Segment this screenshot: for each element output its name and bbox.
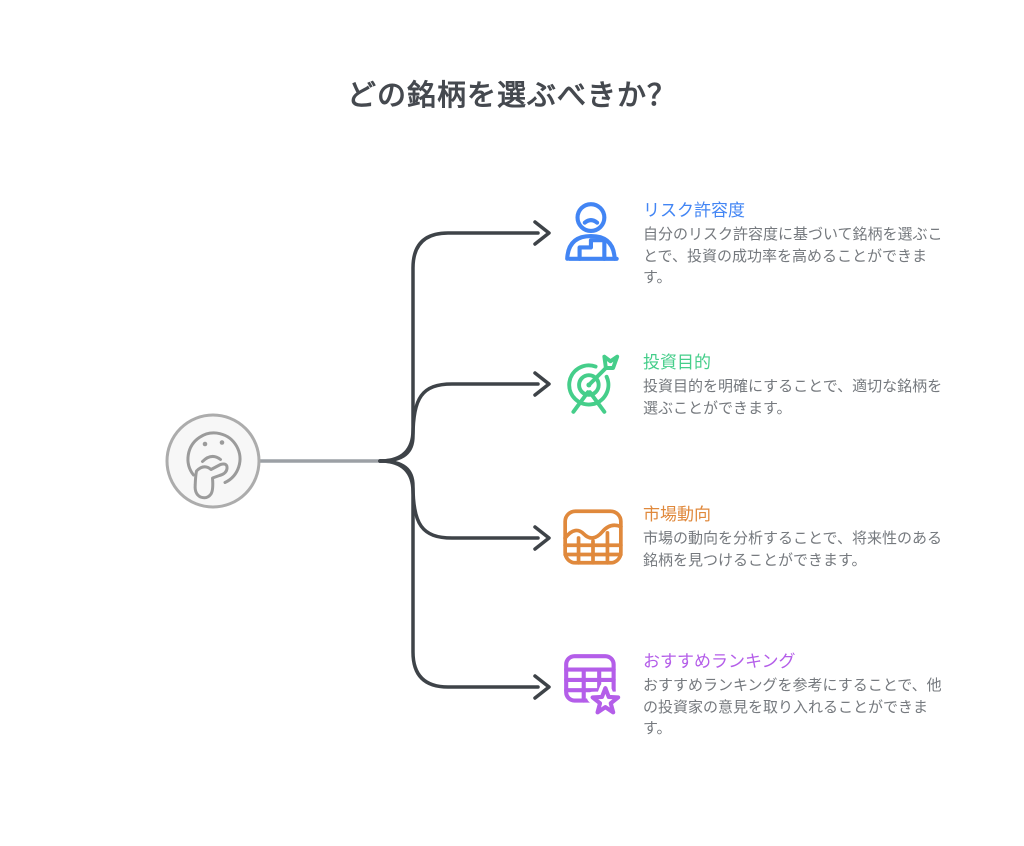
branch-description-risk-tolerance: 自分のリスク許容度に基づいて銘柄を選ぶことで、投資の成功率を高めることができます…	[643, 226, 943, 286]
page-title: どの銘柄を選ぶべきか？	[346, 80, 677, 112]
branch-texts: 投資目的 投資目的を明確にすることで、適切な銘柄を選ぶことができます。	[643, 352, 943, 419]
person-with-chart-icon	[560, 200, 626, 266]
branch-item-investment-objective: 投資目的 投資目的を明確にすることで、適切な銘柄を選ぶことができます。	[560, 352, 943, 419]
target-arrow-icon	[560, 352, 626, 418]
branch-label-market-trends: 市場動向	[643, 505, 711, 524]
branch-label-risk-tolerance: リスク許容度	[643, 201, 745, 220]
branch-item-market-trends: 市場動向 市場の動向を分析することで、将来性のある銘柄を見つけることができます。	[560, 504, 943, 571]
branch-texts: リスク許容度 自分のリスク許容度に基づいて銘柄を選ぶことで、投資の成功率を高める…	[643, 200, 943, 289]
branch-description-market-trends: 市場の動向を分析することで、将来性のある銘柄を見つけることができます。	[643, 530, 942, 569]
thinking-person-node	[165, 413, 261, 509]
branch-line-4	[378, 459, 551, 700]
branch-item-recommended-ranking: おすすめランキング おすすめランキングを参考にすることで、他の投資家の意見を取り…	[560, 651, 943, 740]
chart-grid-icon	[560, 504, 626, 570]
ranking-table-star-icon	[560, 651, 626, 717]
branch-texts: 市場動向 市場の動向を分析することで、将来性のある銘柄を見つけることができます。	[643, 504, 943, 571]
branch-line-2	[378, 371, 551, 463]
branch-line-1	[378, 220, 551, 463]
branch-label-investment-objective: 投資目的	[643, 353, 711, 372]
branch-texts: おすすめランキング おすすめランキングを参考にすることで、他の投資家の意見を取り…	[643, 651, 943, 740]
branch-description-investment-objective: 投資目的を明確にすることで、適切な銘柄を選ぶことができます。	[643, 378, 943, 417]
branch-description-recommended-ranking: おすすめランキングを参考にすることで、他の投資家の意見を取り入れることができます…	[643, 677, 942, 737]
branch-item-risk-tolerance: リスク許容度 自分のリスク許容度に基づいて銘柄を選ぶことで、投資の成功率を高める…	[560, 200, 943, 289]
branch-line-3	[378, 459, 551, 551]
thinking-face-icon	[165, 413, 261, 509]
branch-label-recommended-ranking: おすすめランキング	[643, 652, 796, 671]
